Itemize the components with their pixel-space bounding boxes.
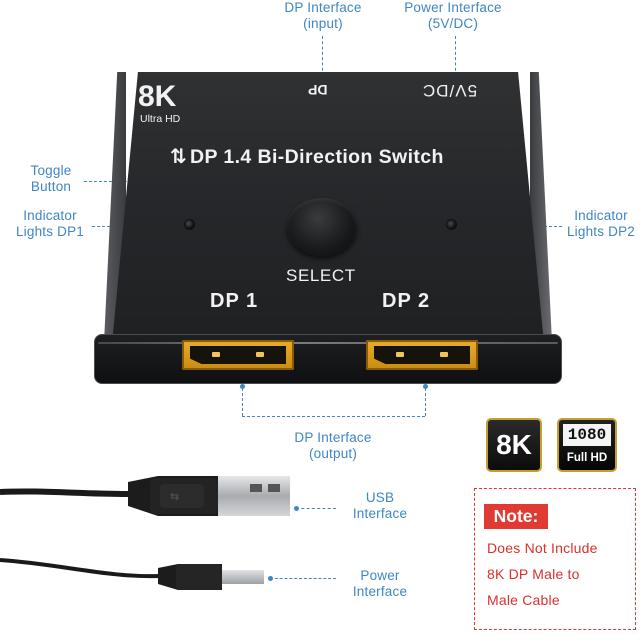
device-logo-ultra-hd: Ultra HD (140, 113, 181, 125)
callout-dp-output-line1: DP Interface (294, 430, 372, 445)
callout-dp-output-line2: (output) (308, 446, 358, 461)
select-button-label: SELECT (286, 266, 356, 285)
indicator-light-dp1 (185, 220, 194, 229)
callout-indicator-dp2-line2: Lights DP2 (566, 224, 636, 239)
callout-dp-output-leader-left (242, 388, 243, 416)
badge-full-hd: 1080 Full HD (557, 418, 617, 472)
device-logo-8k: 8K (138, 80, 177, 113)
callout-dp-input-leader (322, 36, 323, 76)
callout-dp-input: DP Interface (input) (268, 0, 378, 32)
callout-power-input-line2: (5V/DC) (427, 16, 479, 31)
callout-toggle-line2: Button (30, 179, 72, 194)
indicator-light-dp2 (447, 220, 456, 229)
badge-full-hd-number: 1080 (563, 424, 611, 446)
device-title: DP 1.4 Bi-Direction Switch (190, 146, 444, 168)
callout-indicator-dp1: Indicator Lights DP1 (8, 208, 92, 240)
callout-power-dot (268, 576, 273, 581)
callout-dp-input-line1: DP Interface (284, 0, 362, 15)
port-dp1-pin-b (256, 352, 264, 357)
device-front-highlight (98, 342, 558, 344)
svg-text:⇆: ⇆ (170, 491, 179, 503)
port-dp2-pin-a (396, 352, 404, 357)
device-port-power-label: 5V/DC (422, 81, 478, 100)
note-line-1: Does Not Include (487, 540, 598, 556)
note-tag: Note: (484, 504, 548, 529)
port-dp2 (366, 340, 478, 370)
callout-dp-output-leader-right (425, 388, 426, 416)
note-box (474, 488, 636, 630)
micro-usb-plug (158, 564, 264, 590)
callout-power-cable-line2: Interface (352, 584, 408, 599)
callout-indicator-dp1-line2: Lights DP1 (15, 224, 85, 239)
callout-power-cable-line1: Power (360, 568, 400, 583)
port-dp2-label: DP 2 (382, 290, 431, 312)
callout-indicator-dp2: Indicator Lights DP2 (562, 208, 640, 240)
callout-usb-line2: Interface (352, 506, 408, 521)
callout-dp-input-line2: (input) (303, 16, 343, 31)
callout-power-input: Power Interface (5V/DC) (388, 0, 518, 32)
badge-8k-text: 8K (496, 429, 532, 460)
callout-dp-output-dot-right (423, 384, 428, 389)
callout-dp-output-dot-left (240, 384, 245, 389)
callout-indicator-dp1-line1: Indicator (23, 208, 77, 223)
port-dp2-pin-b (440, 352, 448, 357)
badge-8k: 8K (486, 418, 542, 472)
callout-power-leader (270, 578, 336, 579)
select-toggle-button[interactable] (287, 198, 357, 256)
usb-plug: ⇆ (128, 476, 290, 516)
callout-power-input-leader (455, 36, 456, 76)
callout-power-input-line1: Power Interface (404, 0, 502, 15)
port-dp1-label: DP 1 (210, 290, 259, 312)
callout-usb: USB Interface (340, 490, 420, 522)
callout-usb-dot (294, 506, 299, 511)
dp-switch-device: 8K Ultra HD DP 5V/DC ⇅ DP 1.4 Bi-Directi… (90, 72, 566, 384)
badge-full-hd-label: Full HD (566, 452, 608, 464)
callout-usb-leader (296, 508, 336, 509)
power-cable-wire (0, 558, 161, 579)
callout-dp-output: DP Interface (output) (278, 430, 388, 462)
cables-illustration: ⇆ (0, 476, 290, 590)
callout-usb-line1: USB (365, 490, 395, 505)
callout-toggle-line1: Toggle (30, 163, 72, 178)
note-line-3: Male Cable (487, 592, 560, 608)
callout-power-cable: Power Interface (340, 568, 420, 600)
device-title-icon: ⇅ (170, 146, 187, 168)
note-line-2: 8K DP Male to (487, 566, 580, 582)
callout-indicator-dp2-line1: Indicator (574, 208, 628, 223)
usb-cable-wire (0, 488, 131, 497)
port-dp1-pin-a (212, 352, 220, 357)
device-port-dp-label: DP (308, 82, 328, 98)
port-dp1 (182, 340, 294, 370)
callout-toggle: Toggle Button (20, 163, 82, 195)
callout-dp-output-leader-bottom (242, 416, 425, 417)
